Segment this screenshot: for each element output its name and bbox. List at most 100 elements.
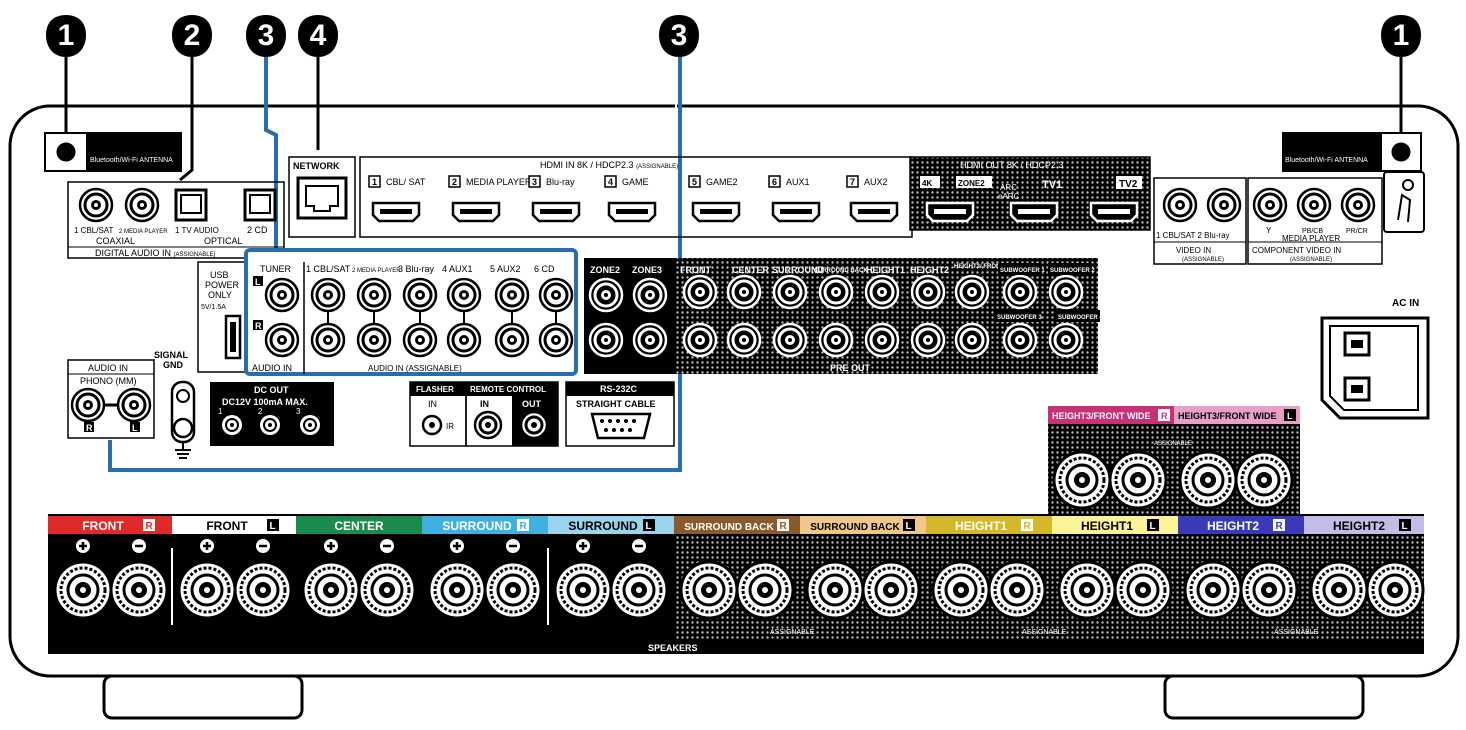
- coaxial-1-jack[interactable]: [78, 187, 114, 223]
- speaker-9-side-badge: L: [1150, 521, 1156, 532]
- pre-out-top-6-jack[interactable]: [954, 274, 990, 310]
- height3-l-minus[interactable]: [1234, 450, 1294, 510]
- height3-l-plus[interactable]: [1178, 450, 1238, 510]
- phono-r-badge: R: [86, 423, 93, 433]
- speaker-5-minus-terminal[interactable]: [609, 560, 669, 620]
- speaker-11-plus-terminal[interactable]: [1309, 560, 1369, 620]
- rs232-port[interactable]: [590, 412, 652, 440]
- tuner-r-jack[interactable]: [264, 322, 300, 358]
- audio-in-3-l-jack[interactable]: [402, 277, 438, 313]
- hdmi-in-5-port[interactable]: [691, 201, 741, 223]
- speaker-3-plus-terminal[interactable]: [301, 560, 361, 620]
- pre-out-top-0-jack[interactable]: [682, 274, 718, 310]
- audio-in-5-r-jack[interactable]: [494, 322, 530, 358]
- hdmi-out-tv1-port[interactable]: [1009, 201, 1059, 223]
- speaker-10-plus-terminal[interactable]: [1183, 560, 1243, 620]
- video-in-assignable: (ASSIGNABLE): [1182, 257, 1224, 263]
- audio-in-1-r-jack[interactable]: [310, 322, 346, 358]
- zone3-r-jack[interactable]: [632, 322, 668, 358]
- hdmi-in-2-port[interactable]: [451, 201, 501, 223]
- pre-out-top-5-jack[interactable]: [910, 274, 946, 310]
- pre-out-top-4-jack[interactable]: [864, 274, 900, 310]
- speaker-9-minus-terminal[interactable]: [1113, 560, 1173, 620]
- video-in-2-jack[interactable]: [1206, 187, 1242, 223]
- pre-out-bottom-1-jack[interactable]: [726, 322, 762, 358]
- height3-r-label: HEIGHT3/FRONT WIDE: [1052, 411, 1151, 421]
- zone2-r-jack[interactable]: [588, 322, 624, 358]
- speaker-2-minus-terminal[interactable]: [233, 560, 293, 620]
- svg-text:3: 3: [258, 19, 275, 52]
- speaker-8-minus-terminal[interactable]: [987, 560, 1047, 620]
- audio-in-5-l-jack[interactable]: [494, 277, 530, 313]
- remote-out-jack[interactable]: [519, 410, 549, 440]
- speaker-1-plus-terminal[interactable]: [53, 560, 113, 620]
- pre-out-bottom-2-jack[interactable]: [772, 322, 808, 358]
- hdmi-in-1-port[interactable]: [371, 201, 421, 223]
- speaker-4-minus-terminal[interactable]: [483, 560, 543, 620]
- audio-in-1-l-jack[interactable]: [310, 277, 346, 313]
- phono-l-badge: L: [132, 423, 138, 433]
- hdmi-out-tv2-port[interactable]: [1089, 201, 1139, 223]
- hdmi-in-4-port[interactable]: [607, 201, 657, 223]
- flasher-in-jack[interactable]: [421, 414, 443, 436]
- pre-out-bottom-6-jack[interactable]: [954, 322, 990, 358]
- audio-in-6-r-jack[interactable]: [538, 322, 574, 358]
- pre-out-top-1-jack[interactable]: [726, 274, 762, 310]
- audio-l-badge: L: [255, 277, 261, 287]
- speaker-6-plus-terminal[interactable]: [679, 560, 739, 620]
- speaker-5-plus-terminal[interactable]: [553, 560, 613, 620]
- speaker-11-minus-terminal[interactable]: [1365, 560, 1425, 620]
- component-pr-jack[interactable]: [1340, 187, 1376, 223]
- remote-in-jack[interactable]: [473, 410, 503, 440]
- usb-rating: 5V/1.5A: [201, 304, 226, 311]
- antenna-right-connector[interactable]: [1390, 141, 1412, 163]
- speaker-4-plus-terminal[interactable]: [427, 560, 487, 620]
- audio-in-3-r-jack[interactable]: [402, 322, 438, 358]
- pre-out-top-3-jack[interactable]: [818, 274, 854, 310]
- dc-out-title: DC OUT: [254, 385, 289, 395]
- audio-in-6-l-jack[interactable]: [538, 277, 574, 313]
- speaker-6-minus-terminal[interactable]: [735, 560, 795, 620]
- pre-out-bottom-8-jack[interactable]: [1048, 322, 1084, 358]
- speaker-9-plus-terminal[interactable]: [1057, 560, 1117, 620]
- speaker-3-minus-terminal[interactable]: [357, 560, 417, 620]
- phono-r-jack[interactable]: [70, 387, 106, 423]
- pre-out-bottom-0-jack[interactable]: [682, 322, 718, 358]
- audio-in-2-l-jack[interactable]: [356, 277, 392, 313]
- speaker-1-minus-terminal[interactable]: [109, 560, 169, 620]
- speaker-7-plus-terminal[interactable]: [805, 560, 865, 620]
- pre-out-top-2-jack[interactable]: [772, 274, 808, 310]
- video-in-1-jack[interactable]: [1162, 187, 1198, 223]
- signal-gnd-terminal[interactable]: [170, 380, 196, 444]
- audio-in-4-r-jack[interactable]: [446, 322, 482, 358]
- speaker-2-plus-terminal[interactable]: [177, 560, 237, 620]
- hdmi-in-6-port[interactable]: [771, 201, 821, 223]
- hdmi-in-7-port[interactable]: [849, 201, 899, 223]
- pre-out-top-7-jack[interactable]: [1002, 274, 1038, 310]
- speaker-8-plus-terminal[interactable]: [931, 560, 991, 620]
- tuner-l-jack[interactable]: [264, 277, 300, 313]
- hdmi-out-4k-zone2-port[interactable]: [925, 201, 975, 223]
- height3-r-plus[interactable]: [1052, 450, 1112, 510]
- pre-out-bottom-5-jack[interactable]: [910, 322, 946, 358]
- component-y-jack[interactable]: [1252, 187, 1288, 223]
- audio-in-4-l-jack[interactable]: [446, 277, 482, 313]
- antenna-left-connector[interactable]: [55, 141, 77, 163]
- pre-out-bottom-7-jack[interactable]: [1002, 322, 1038, 358]
- pre-out-top-8-jack[interactable]: [1048, 274, 1084, 310]
- speaker-7-minus-terminal[interactable]: [861, 560, 921, 620]
- pre-out-bottom-3-jack[interactable]: [818, 322, 854, 358]
- dc-out-3-jack[interactable]: [300, 415, 320, 435]
- height3-r-minus[interactable]: [1108, 450, 1168, 510]
- phono-l-jack[interactable]: [116, 387, 152, 423]
- dc-out-2-jack[interactable]: [260, 415, 280, 435]
- zone3-l-jack[interactable]: [632, 277, 668, 313]
- hdmi-in-3-port[interactable]: [531, 201, 581, 223]
- coaxial-2-jack[interactable]: [124, 187, 160, 223]
- dc-out-1-jack[interactable]: [222, 415, 242, 435]
- audio-in-2-r-jack[interactable]: [356, 322, 392, 358]
- pre-out-bottom-4-jack[interactable]: [864, 322, 900, 358]
- component-pb-jack[interactable]: [1296, 187, 1332, 223]
- speaker-10-minus-terminal[interactable]: [1239, 560, 1299, 620]
- zone2-l-jack[interactable]: [588, 277, 624, 313]
